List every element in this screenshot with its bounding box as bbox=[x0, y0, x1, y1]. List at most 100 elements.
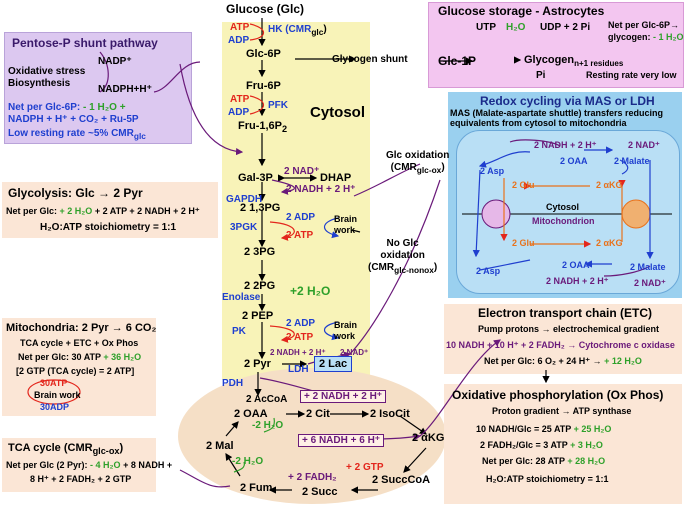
etc-line3: Net per Glc: 6 O₂ + 24 H⁺ → + 12 H₂O bbox=[484, 356, 642, 366]
oxphos-title: Oxidative phosphorylation (Ox Phos) bbox=[452, 388, 664, 402]
pg3-label: 2 3PG bbox=[244, 246, 276, 258]
glycogen-utp: UTP bbox=[476, 22, 496, 33]
adp-pfk: ADP bbox=[228, 107, 250, 118]
mito-line1: TCA cycle + ETC + Ox Phos bbox=[20, 338, 139, 348]
adp-hk: ADP bbox=[228, 35, 250, 46]
mito-adp: 30ADP bbox=[40, 402, 70, 412]
mas-oaa-top: 2 OAA bbox=[560, 156, 588, 166]
mas-mal-bot: 2 Malate bbox=[630, 262, 666, 272]
pentose-net1: Net per Glc-6P: - 1 H₂O + bbox=[8, 102, 126, 113]
glycogen-panel bbox=[428, 2, 684, 88]
tca-cit: 2 Cit bbox=[306, 408, 330, 420]
tca-gtp: + 2 GTP bbox=[346, 462, 384, 473]
tca-nadh-mid: + 6 NADH + 6 H⁺ bbox=[298, 434, 385, 447]
oxphos-line4: Net per Glc: 28 ATP + 28 H₂O bbox=[482, 456, 606, 466]
pentose-rate: Low resting rate ~5% CMRglc bbox=[8, 128, 146, 141]
tca-succcoa: 2 SuccCoA bbox=[372, 474, 431, 486]
enolase-water: +2 H₂O bbox=[290, 284, 331, 298]
tca-mal: 2 Mal bbox=[206, 440, 234, 452]
mas-akg-top: 2 αKG bbox=[596, 180, 623, 190]
tca-nadh-top: + 2 NADH + 2 H⁺ bbox=[300, 390, 387, 403]
mas-asp-top: 2 Asp bbox=[480, 166, 505, 176]
mas-akg-bot: 2 αKG bbox=[596, 238, 623, 248]
oxphos-line1: Proton gradient → ATP synthase bbox=[492, 406, 632, 416]
tca-isocit: 2 IsoCit bbox=[370, 408, 410, 420]
brainwork-pgk: Brain work bbox=[334, 214, 358, 235]
lac-label: 2 Lac bbox=[314, 356, 353, 372]
pyr-label: 2 Pyr bbox=[244, 358, 271, 370]
tca-oaa: 2 OAA bbox=[234, 408, 268, 420]
adp-pgk: 2 ADP bbox=[286, 212, 316, 223]
mas-nadh-bot: 2 NADH + 2 H⁺ bbox=[546, 276, 609, 286]
glycogen-title: Glucose storage - Astrocytes bbox=[438, 4, 605, 18]
mito-title: Mitochondria: 2 Pyr → 6 CO₂ bbox=[6, 322, 157, 334]
glc-ox-label: Glc oxidation(CMRglc-ox) bbox=[386, 150, 450, 175]
etc-title: Electron transport chain (ETC) bbox=[478, 306, 653, 320]
tca-fum: 2 Fum bbox=[240, 482, 273, 494]
glycogen-shunt-label: Glycogen shunt bbox=[332, 54, 408, 65]
brainwork-pk: Brain work bbox=[334, 320, 358, 341]
mas-nad-bot: 2 NAD⁺ bbox=[634, 278, 666, 288]
mas-cytosol: Cytosol bbox=[546, 202, 580, 212]
adp-pk: 2 ADP bbox=[286, 318, 316, 329]
bpg-label: 2 1,3PG bbox=[240, 202, 281, 214]
mas-title: Redox cycling via MAS or LDH bbox=[480, 94, 655, 108]
pg2-label: 2 2PG bbox=[244, 280, 276, 292]
mas-oaa-bot: 2 OAA bbox=[562, 260, 590, 270]
cytosol-panel bbox=[222, 22, 370, 380]
glycolysis-net: Net per Glc: + 2 H₂O + 2 ATP + 2 NADH + … bbox=[6, 206, 200, 216]
gal3p-label: Gal-3P bbox=[238, 172, 273, 184]
oxphos-line5: H₂O:ATP stoichiometry = 1:1 bbox=[486, 474, 609, 484]
tca-accoa: 2 AcCoA bbox=[246, 394, 288, 405]
etc-panel bbox=[444, 304, 682, 374]
glycogen-glc1p: Glc-1P bbox=[438, 54, 477, 68]
mito-line3: [2 GTP (TCA cycle) = 2 ATP] bbox=[16, 366, 135, 376]
mito-line2: Net per Glc: 30 ATP + 36 H₂O bbox=[18, 352, 142, 362]
tca-succ: 2 Succ bbox=[302, 486, 338, 498]
glucose-label: Glucose (Glc) bbox=[226, 2, 305, 16]
nad-ldh: 2 NAD⁺ bbox=[340, 348, 369, 357]
glycogen-n: Glycogenn+1 residues bbox=[524, 54, 624, 69]
oxphos-line3: 2 FADH₂/Glc = 3 ATP + 3 H₂O bbox=[480, 440, 603, 450]
nadh-ldh: 2 NADH + 2 H⁺ bbox=[270, 348, 326, 357]
etc-line2: 10 NADH + 10 H⁺ + 2 FADH₂ → Cytochrome c… bbox=[446, 340, 675, 350]
nad-gapdh: 2 NAD⁺ bbox=[284, 166, 320, 177]
atp-pfk: ATP bbox=[230, 94, 250, 105]
glycogen-net: Net per Glc-6P→ bbox=[608, 20, 680, 30]
pfk-label: PFK bbox=[268, 100, 288, 111]
tca-fadh: + 2 FADH₂ bbox=[288, 472, 337, 483]
pep-label: 2 PEP bbox=[242, 310, 274, 322]
dhap-label: DHAP bbox=[320, 172, 352, 184]
f6p-label: Fru-6P bbox=[246, 80, 281, 92]
pentose-nadp: NADP⁺ bbox=[98, 56, 132, 67]
mas-mal-top: 2 Malate bbox=[614, 156, 650, 166]
cytosol-label: Cytosol bbox=[310, 104, 366, 121]
atp-pgk: 2 ATP bbox=[286, 230, 314, 241]
tcabox-title: TCA cycle (CMRglc-ox) bbox=[8, 442, 124, 457]
etc-line1: Pump protons → electrochemical gradient bbox=[478, 324, 660, 334]
f16p2-label: Fru-1,6P2 bbox=[238, 120, 288, 135]
atp-hk: ATP bbox=[230, 22, 250, 33]
pentose-nadph: NADPH+H⁺ bbox=[98, 84, 152, 95]
oxphos-line2: 10 NADH/Glc = 25 ATP + 25 H₂O bbox=[476, 424, 612, 434]
glycolysis-title: Glycolysis: Glc → 2 Pyr bbox=[8, 186, 143, 200]
pentose-panel bbox=[4, 32, 192, 144]
glycogen-pi: Pi bbox=[536, 70, 546, 81]
ldh-label: LDH bbox=[288, 364, 309, 375]
glycolysis-panel bbox=[2, 182, 218, 238]
nadh-gapdh: 2 NADH + 2 H⁺ bbox=[286, 184, 356, 195]
glycogen-rate: Resting rate very low bbox=[586, 70, 677, 80]
mas-nadh-top: 2 NADH + 2 H⁺ bbox=[534, 140, 597, 150]
glycogen-udp: UDP + 2 Pi bbox=[540, 22, 591, 33]
mito-panel bbox=[2, 318, 156, 416]
hk-label: HK (CMRglc) bbox=[268, 24, 327, 37]
tca-akg: 2 αKG bbox=[412, 432, 445, 444]
atp-pk: 2 ATP bbox=[286, 332, 314, 343]
enolase-label: Enolase bbox=[222, 292, 261, 303]
pk-label: PK bbox=[232, 326, 246, 337]
pgk-label: 3PGK bbox=[230, 222, 258, 233]
mito-bw: Brain work bbox=[34, 390, 81, 400]
